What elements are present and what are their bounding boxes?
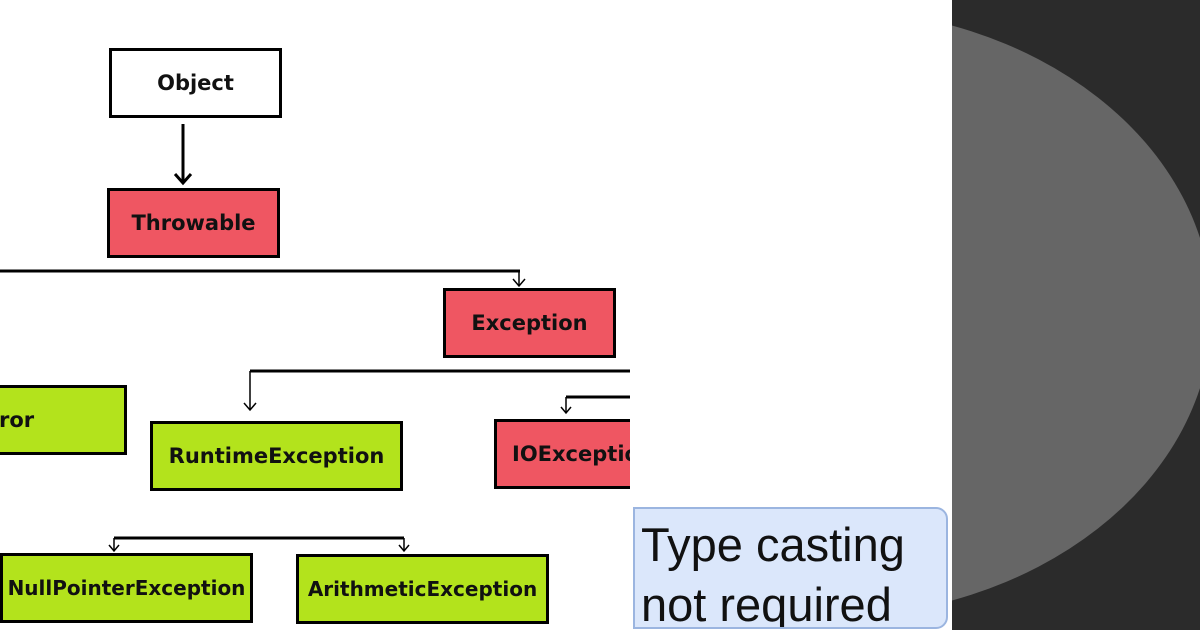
throwable-node: Throwable	[107, 188, 280, 258]
decorative-circle	[952, 8, 1200, 618]
callout-line-1: Type casting	[641, 518, 905, 571]
arithmetic-exception-node: ArithmeticException	[296, 554, 549, 624]
object-node: Object	[109, 48, 282, 118]
io-exception-node: IOExceptio	[494, 419, 630, 489]
callout-line-2: not required	[641, 578, 892, 629]
exception-hierarchy-diagram: Object Throwable Exception ror RuntimeEx…	[0, 48, 630, 624]
type-casting-callout: Type casting not required	[633, 507, 948, 629]
exception-node: Exception	[443, 288, 616, 358]
runtime-exception-node: RuntimeException	[150, 421, 403, 491]
error-node: ror	[0, 385, 127, 455]
slide-background-panel	[952, 0, 1200, 630]
connector-lines	[0, 124, 630, 553]
null-pointer-exception-node: NullPointerException	[0, 553, 253, 623]
